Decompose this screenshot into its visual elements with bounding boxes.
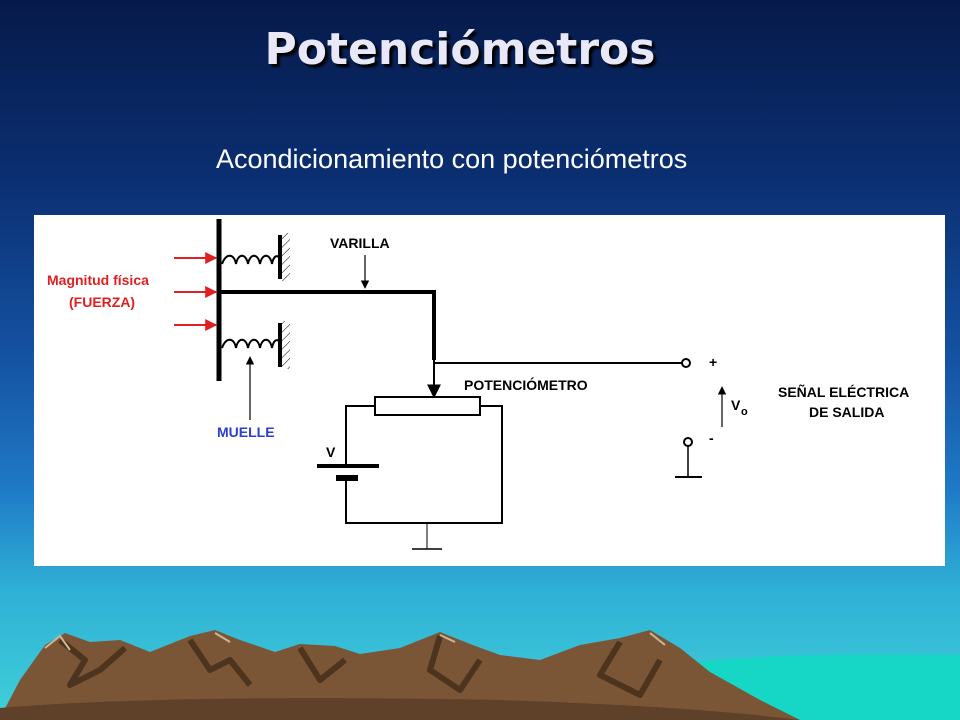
magnitude-label-line2: (FUERZA) [69, 294, 135, 310]
circuit-wire-left [345, 405, 375, 465]
output-terminal-minus [683, 437, 693, 447]
diagram-panel: Magnitud física (FUERZA) MUELLE VARILLA … [34, 215, 945, 566]
slide-title: Potenciómetros [264, 24, 656, 75]
force-arrows [174, 252, 218, 331]
slide-subtitle: Acondicionamiento con potenciómetros [216, 144, 688, 174]
minus-label: - [709, 430, 714, 446]
spring-label: MUELLE [217, 424, 275, 440]
mountain-highlight [44, 632, 666, 651]
potentiometer-diagram: Magnitud física (FUERZA) MUELLE VARILLA … [47, 219, 909, 550]
output-label-line2: DE SALIDA [809, 404, 884, 420]
output-voltage-subscript: o [741, 406, 748, 418]
spring-bottom [221, 321, 290, 369]
spring-top [221, 233, 290, 281]
output-terminal-plus [681, 358, 691, 368]
rod-label: VARILLA [330, 235, 390, 251]
mountain-shadow [58, 635, 663, 698]
circuit-wire-right [345, 405, 503, 524]
magnitude-label-line1: Magnitud física [47, 272, 149, 288]
rod [221, 290, 436, 360]
output-label-line1: SEÑAL ELÉCTRICA [778, 383, 909, 400]
voltage-label: V [326, 444, 336, 460]
mountain-landscape [0, 630, 960, 720]
potentiometer-label: POTENCIÓMETRO [464, 376, 588, 393]
potentiometer-resistor [374, 396, 481, 416]
output-voltage-label: V [731, 397, 741, 413]
plus-label: + [709, 354, 717, 370]
valley-floor [0, 698, 800, 720]
